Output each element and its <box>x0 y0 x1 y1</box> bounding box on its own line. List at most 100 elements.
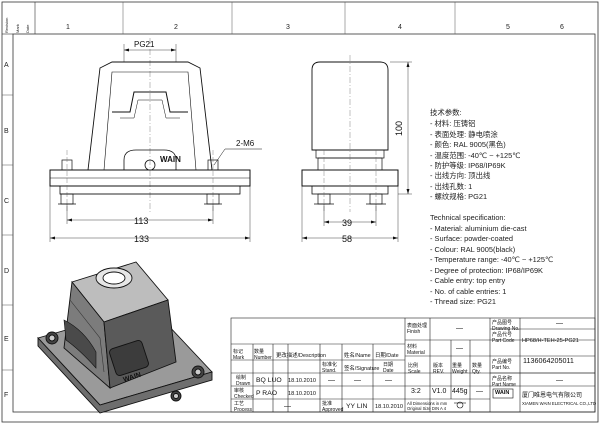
part-name-value: — <box>556 377 563 384</box>
front-logo: WAIN <box>160 155 181 164</box>
spec-en-row: - Surface: powder-coated <box>430 234 513 244</box>
spec-en-row: - Cable entry: top entry <box>430 276 506 286</box>
spec-cn-row: - 材料: 压铸铝 <box>430 119 476 129</box>
drawn-signature: — <box>354 377 361 384</box>
dim-58: 58 <box>342 234 352 244</box>
spec-en-row: - Colour: RAL 9005(black) <box>430 244 516 254</box>
hdr-signature: 签名/Signature <box>344 366 380 372</box>
lever-recess <box>112 91 188 113</box>
spec-cn-row: - 颜色: RAL 9005(黑色) <box>430 140 506 150</box>
zone-label-top-5: 5 <box>506 24 510 31</box>
zone-label-top-6: 6 <box>560 24 564 31</box>
isometric-view <box>37 261 213 414</box>
part-no-value: 1136064205011 <box>523 356 574 365</box>
company-logo-box <box>492 388 514 399</box>
spec-cn-row: - 温度范围: -40℃ ~ +125℃ <box>430 150 521 160</box>
part-code-value: HP68/H-TEH-25-PG21 <box>522 338 579 344</box>
dim-113: 113 <box>134 216 148 226</box>
side-hood-body <box>311 61 389 151</box>
spec-en-row: - Material: aluminium die-cast <box>430 224 527 234</box>
scale-value: 3:2 <box>411 388 421 395</box>
specifications-block: 技术参数: - 材料: 压铸铝 - 表面处理: 静电喷涂 - 颜色: RAL 9… <box>430 108 598 307</box>
qty-value: — <box>476 388 483 395</box>
hdr-name: 姓名/Name <box>344 353 371 359</box>
specs-en-title: Technical specification: <box>430 212 506 222</box>
zone-label-left-d: D <box>4 268 10 275</box>
screw-label: 2-M6 <box>236 139 255 148</box>
zone-label-top-1: 1 <box>66 24 70 31</box>
zone-label-top-2: 2 <box>174 24 178 31</box>
dim-100: 100 <box>394 121 404 136</box>
process-value: — <box>284 403 291 410</box>
company-logo: WAIN <box>495 390 510 396</box>
spec-cn-row: - 螺纹规格: PG21 <box>430 192 488 202</box>
zone-label-top-3: 3 <box>286 24 290 31</box>
dim-133: 133 <box>134 234 149 244</box>
spec-cn-row: - 防护等级: IP68/IP69K <box>430 161 506 171</box>
spec-en-row: - No. of cable entries: 1 <box>430 286 507 296</box>
checked-name: P RAO <box>256 390 278 397</box>
approved-date: 18.10.2010 <box>375 404 403 410</box>
front-view <box>49 38 262 242</box>
zone-label-left-e: E <box>4 336 9 343</box>
drawing-no-value: — <box>556 320 563 327</box>
title-block-grid <box>230 317 596 413</box>
drawn-sdate: — <box>385 377 392 384</box>
zone-label-left-c: C <box>4 198 10 205</box>
material-value: — <box>456 345 463 352</box>
hdr-desc: 更改描述/Description <box>276 353 327 359</box>
cable-gland-hole <box>123 149 177 170</box>
approved-name: YY LIN <box>346 403 368 410</box>
drawn-name: BQ LUO <box>256 377 282 384</box>
finish-value: — <box>456 325 463 332</box>
zone-label-left-b: B <box>4 128 9 135</box>
company-name-cn: 厦门唯恩电气有限公司 <box>522 393 583 399</box>
rev-value: V1.0 <box>432 388 447 395</box>
spec-cn-row: - 出线孔数: 1 <box>430 181 473 191</box>
weight-value: 445g <box>452 388 468 395</box>
spec-cn-row: - 表面处理: 静电喷涂 <box>430 129 498 139</box>
zone-ticks <box>2 2 456 371</box>
spec-cn-row: - 出线方向: 顶出线 <box>430 171 491 181</box>
specs-cn-title: 技术参数: <box>430 108 462 117</box>
company-name-en: XIAMEN WAIN ELECTRICAL CO.,LTD <box>522 401 597 406</box>
spec-en-row: - Degree of protection: IP68/IP69K <box>430 265 543 275</box>
zone-label-left-f: F <box>4 392 9 399</box>
zone-label-left-a: A <box>4 62 9 69</box>
side-view <box>301 55 412 242</box>
drawn-standard: — <box>328 377 335 384</box>
pg21-label: PG21 <box>134 40 155 49</box>
hood-face <box>103 71 197 171</box>
spec-en-row: - Temperature range: -40℃ ~ +125℃ <box>430 255 554 265</box>
checked-date: 18.10.2010 <box>288 391 316 397</box>
hdr-date: 日期/Date <box>375 353 399 359</box>
zone-label-top-4: 4 <box>398 24 402 31</box>
ground-symbol <box>454 401 466 409</box>
dim-39: 39 <box>342 218 352 228</box>
spec-en-row: - Thread size: PG21 <box>430 296 496 306</box>
drawn-date: 18.10.2010 <box>288 378 316 384</box>
